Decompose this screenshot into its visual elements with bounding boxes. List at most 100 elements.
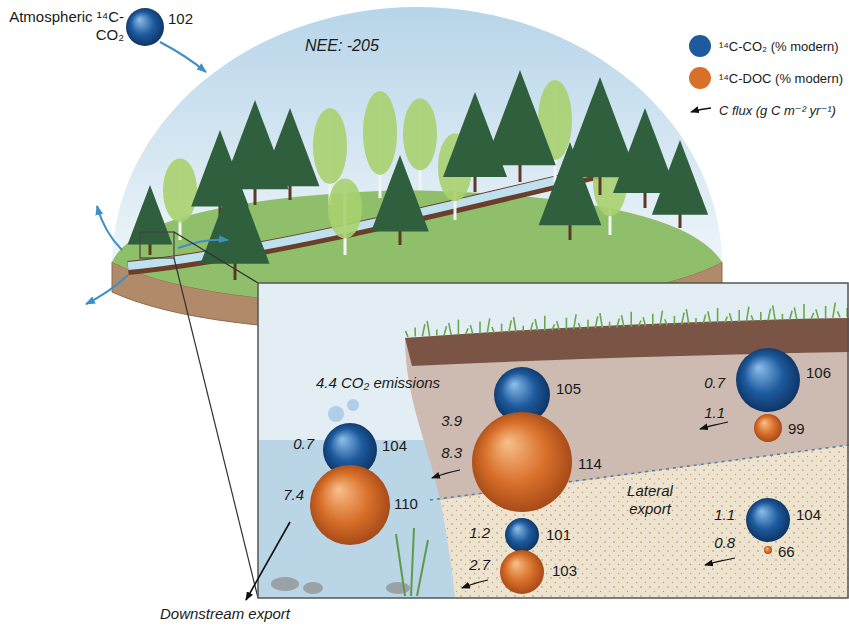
grass-blade	[652, 314, 654, 326]
grass-blade	[449, 323, 452, 335]
birch-crown	[403, 98, 437, 170]
conifer-crown	[539, 142, 602, 225]
export-label: Lateral export	[614, 482, 686, 518]
flux-value: 3.9	[441, 412, 462, 430]
grass-blade	[522, 326, 524, 332]
flux-arrow	[705, 558, 735, 565]
birch-crown	[313, 108, 347, 184]
soil-mid	[405, 318, 849, 598]
grass-blade	[509, 320, 512, 332]
grass-blade	[414, 328, 416, 337]
grass-blade	[458, 320, 460, 335]
grass-blade	[686, 309, 689, 324]
grass-blade	[751, 315, 754, 321]
grass-blade	[595, 316, 598, 328]
grass-blade	[444, 326, 447, 335]
grass-blade	[630, 312, 632, 327]
flux-value: 1.1	[714, 506, 735, 524]
conifer-crown	[261, 108, 320, 186]
radiocarbon-value: 105	[556, 380, 581, 398]
conifer-crown	[484, 70, 556, 165]
radiocarbon-value: 106	[806, 364, 831, 382]
legend-swatch	[689, 35, 711, 57]
grass-blade	[622, 315, 625, 327]
grass-blade	[617, 318, 620, 327]
flux-value: 0.8	[714, 534, 735, 552]
grass-blade	[746, 307, 749, 322]
grass-blade	[638, 320, 641, 326]
doc-circle	[764, 546, 772, 554]
grass-blade	[557, 321, 560, 330]
legend-text: ¹⁴C-DOC (% modern)	[719, 71, 843, 86]
co2-circle	[736, 348, 800, 412]
downstream-arrow	[246, 522, 290, 600]
grass-blade	[833, 303, 836, 318]
grass-blade	[665, 319, 668, 325]
flux-arrow	[160, 42, 206, 72]
legend-arrow	[691, 108, 711, 112]
grass-blade	[717, 308, 719, 323]
grass-blade	[674, 316, 676, 325]
doc-circle	[472, 412, 572, 512]
grass-blade	[566, 318, 568, 330]
flux-value: 0.7	[704, 374, 725, 392]
legend-text: ¹⁴C-CO₂ (% modern)	[719, 39, 839, 54]
grass-blade	[487, 318, 490, 333]
flux-value: 0.7	[293, 435, 314, 453]
flux-value: 8.3	[441, 444, 462, 462]
grass-blade	[574, 314, 577, 329]
reed	[411, 528, 414, 596]
grass-blade	[544, 316, 546, 331]
grass-blade	[703, 315, 706, 324]
grass-blade	[708, 311, 711, 323]
legend-sample	[687, 65, 713, 91]
zoom-line	[174, 258, 258, 598]
flux-value: 2.7	[469, 556, 490, 574]
flux-arrow	[178, 240, 228, 248]
atmosphere-label: Atmospheric ¹⁴C-CO₂	[4, 8, 124, 44]
grass-blade	[773, 305, 776, 320]
legend-text: C flux (g C m⁻² yr⁻¹)	[719, 103, 836, 118]
flux-arrow	[86, 275, 128, 304]
legend-sample	[687, 97, 713, 123]
radiocarbon-value: 102	[168, 10, 193, 28]
co2-bubble	[328, 406, 344, 422]
inset	[258, 283, 849, 598]
grass-blade	[695, 318, 697, 324]
flux-value: 1.2	[469, 524, 490, 542]
flux-arrow	[462, 580, 488, 588]
grass-blade	[768, 309, 771, 321]
grass-blade	[427, 321, 430, 336]
conifer-crown	[652, 140, 708, 215]
grass-blade	[725, 317, 728, 323]
doc-circle	[754, 414, 782, 442]
grass-blade	[825, 306, 827, 318]
rock	[271, 577, 299, 591]
inset-frame	[258, 283, 848, 598]
reed	[417, 540, 428, 596]
co2-bubble	[347, 399, 359, 411]
grass-blade	[552, 324, 555, 330]
grass-blade	[600, 313, 603, 328]
doc-circle	[500, 550, 544, 594]
grass-blade	[587, 320, 589, 329]
flux-arrow	[432, 470, 460, 478]
grass-blade	[406, 331, 409, 337]
radiocarbon-value: 114	[578, 455, 602, 473]
stream	[128, 170, 600, 266]
atmospheric-co2-circle	[126, 8, 164, 46]
legend-sample	[687, 33, 713, 59]
legend-row: C flux (g C m⁻² yr⁻¹)	[687, 94, 843, 126]
radiocarbon-value: 104	[796, 506, 821, 524]
flux-value: 7.4	[283, 486, 304, 504]
grass-blade	[479, 322, 481, 334]
co2-circle	[746, 498, 790, 542]
conifer-crown	[128, 185, 173, 245]
grass-blade	[660, 311, 663, 326]
grass-blade	[738, 310, 740, 322]
conifer-crown	[200, 172, 269, 264]
inset-background	[258, 283, 849, 598]
grass-blade	[609, 322, 611, 328]
rock	[386, 582, 410, 594]
grass	[406, 303, 848, 337]
